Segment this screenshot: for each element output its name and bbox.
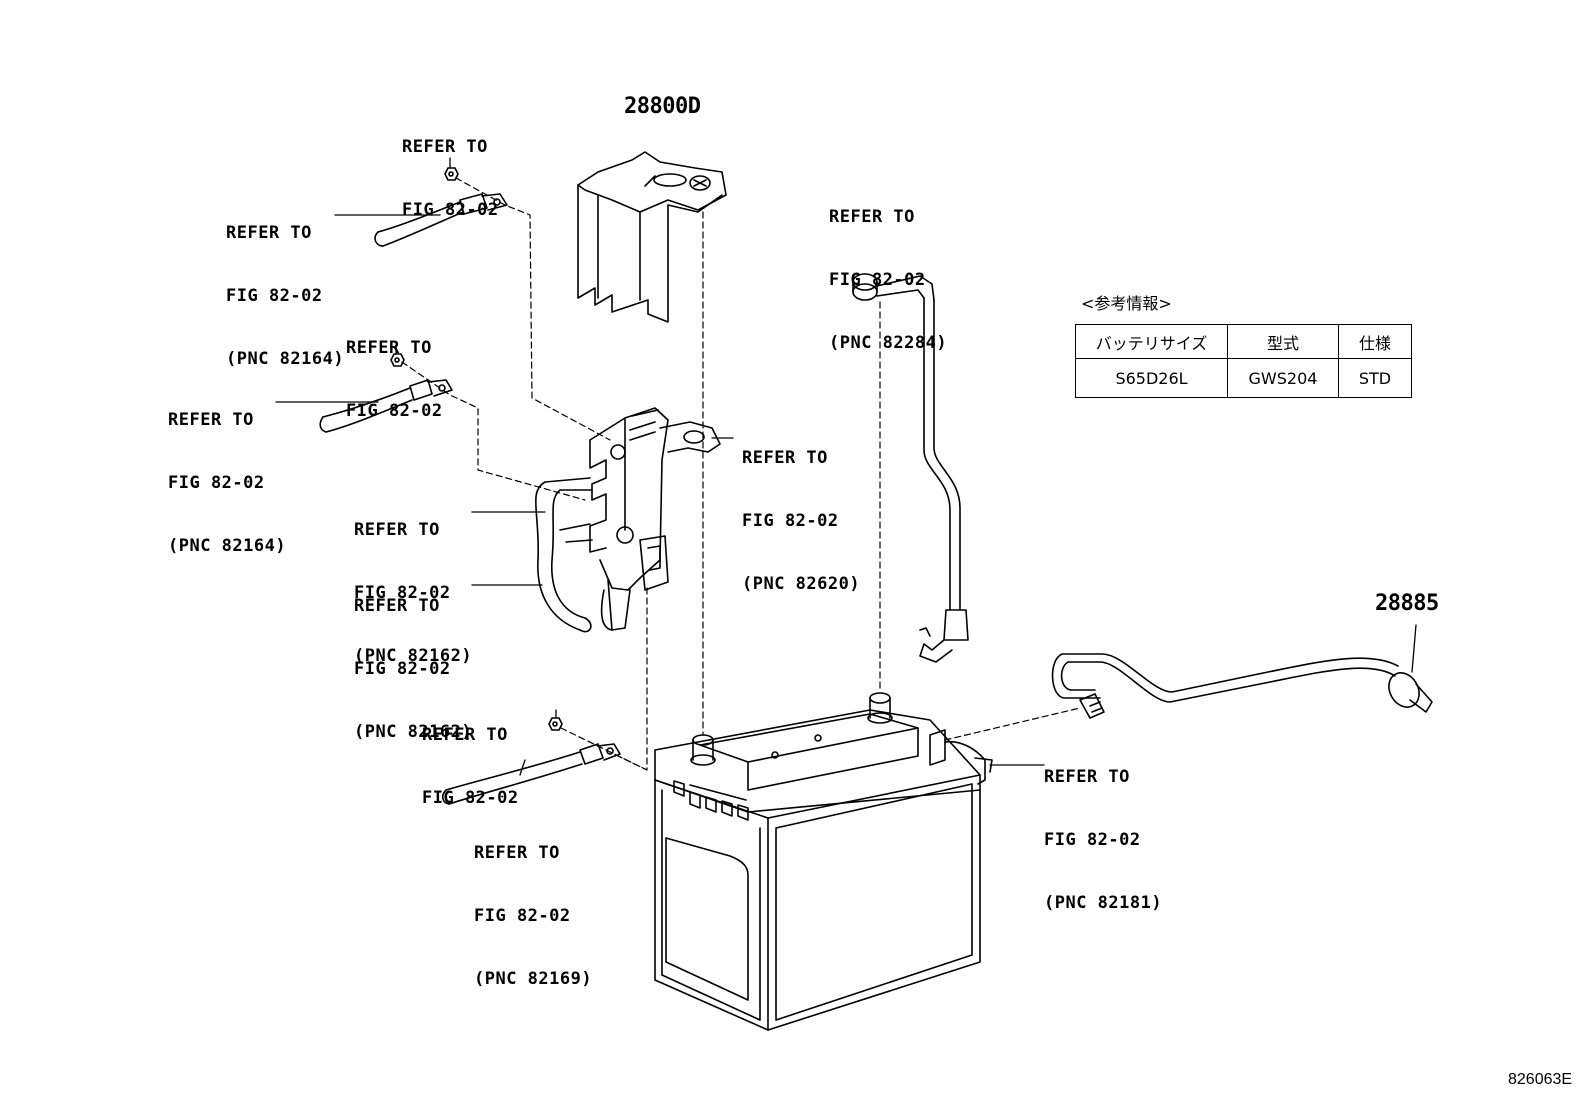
- leader-lines: [275, 157, 1417, 776]
- callout-line: (PNC 82164): [226, 349, 345, 369]
- callout-pnc-82284: REFER TO FIG 82-02 (PNC 82284): [829, 165, 947, 396]
- callout-line: FIG 82-02: [354, 659, 451, 679]
- callout-line: FIG 82-02: [346, 401, 443, 421]
- callout-line: (PNC 82181): [1044, 893, 1163, 913]
- callout-line: REFER TO: [354, 596, 440, 616]
- figure-id: 826063E: [1508, 1071, 1573, 1088]
- callout-line: (PNC 82164): [168, 536, 287, 556]
- callout-line: REFER TO: [474, 843, 560, 863]
- battery-cover-part: [577, 151, 727, 323]
- table-header-row: バッテリサイズ 型式 仕様: [1075, 324, 1412, 359]
- header-model: 型式: [1227, 324, 1339, 359]
- cell-spec: STD: [1338, 358, 1412, 398]
- callout-line: FIG 82-02: [402, 200, 499, 220]
- ground-cable-82284: [852, 273, 969, 663]
- callout-line: REFER TO: [226, 223, 312, 243]
- header-spec: 仕様: [1338, 324, 1412, 359]
- reference-info-table: バッテリサイズ 型式 仕様 S65D26L GWS204 STD: [1075, 324, 1412, 398]
- callout-line: FIG 82-02: [1044, 830, 1141, 850]
- callout-refer-fig-82-02-nut-bottom: REFER TO FIG 82-02: [422, 683, 519, 851]
- callout-pnc-82162-lower: REFER TO FIG 82-02 (PNC 82162): [354, 554, 472, 785]
- callout-line: FIG 82-02: [226, 286, 323, 306]
- callout-line: REFER TO: [402, 137, 488, 157]
- vent-hose-28885: [1051, 653, 1433, 719]
- callout-line: FIG 82-02: [474, 906, 571, 926]
- cable-82169: [441, 717, 621, 805]
- reference-info-title: <参考情報>: [1081, 294, 1172, 313]
- part-number-vent-hose[interactable]: 28885: [1375, 591, 1439, 616]
- callout-line: REFER TO: [168, 410, 254, 430]
- callout-pnc-82164-lower: REFER TO FIG 82-02 (PNC 82164): [168, 368, 286, 599]
- callout-line: (PNC 82620): [742, 574, 861, 594]
- callout-pnc-82162-upper: REFER TO FIG 82-02 (PNC 82162): [354, 478, 472, 709]
- callout-line: FIG 82-02: [742, 511, 839, 531]
- cable-82164-upper: [374, 167, 508, 247]
- callout-line: (PNC 82162): [354, 722, 473, 742]
- callout-line: FIG 82-02: [829, 270, 926, 290]
- callout-line: FIG 82-02: [422, 788, 519, 808]
- table-row: S65D26L GWS204 STD: [1075, 358, 1412, 398]
- callout-line: (PNC 82162): [354, 646, 473, 666]
- header-battery-size: バッテリサイズ: [1075, 324, 1228, 359]
- callout-line: FIG 82-02: [168, 473, 265, 493]
- callout-line: (PNC 82169): [474, 969, 593, 989]
- callout-line: REFER TO: [346, 338, 432, 358]
- part-number-cover[interactable]: 28800D: [624, 94, 701, 119]
- callout-line: REFER TO: [422, 725, 508, 745]
- dashed-alignment-lines: [401, 177, 1081, 771]
- callout-refer-fig-82-02-nut-top: REFER TO FIG 82-02: [402, 95, 499, 263]
- callout-pnc-82164-upper: REFER TO FIG 82-02 (PNC 82164): [226, 181, 344, 412]
- callout-line: REFER TO: [354, 520, 440, 540]
- callout-line: REFER TO: [829, 207, 915, 227]
- callout-line: FIG 82-02: [354, 583, 451, 603]
- battery-box: [654, 692, 993, 1031]
- cell-battery-size: S65D26L: [1075, 358, 1228, 398]
- callout-line: REFER TO: [742, 448, 828, 468]
- relay-bracket-assembly: [534, 407, 721, 633]
- callout-refer-fig-82-02-nut-middle: REFER TO FIG 82-02: [346, 296, 443, 464]
- callout-line: REFER TO: [1044, 767, 1130, 787]
- callout-pnc-82169: REFER TO FIG 82-02 (PNC 82169): [474, 801, 592, 1032]
- callout-pnc-82620: REFER TO FIG 82-02 (PNC 82620): [742, 406, 860, 637]
- callout-pnc-82181: REFER TO FIG 82-02 (PNC 82181): [1044, 725, 1162, 956]
- cell-model: GWS204: [1227, 358, 1339, 398]
- callout-line: (PNC 82284): [829, 333, 948, 353]
